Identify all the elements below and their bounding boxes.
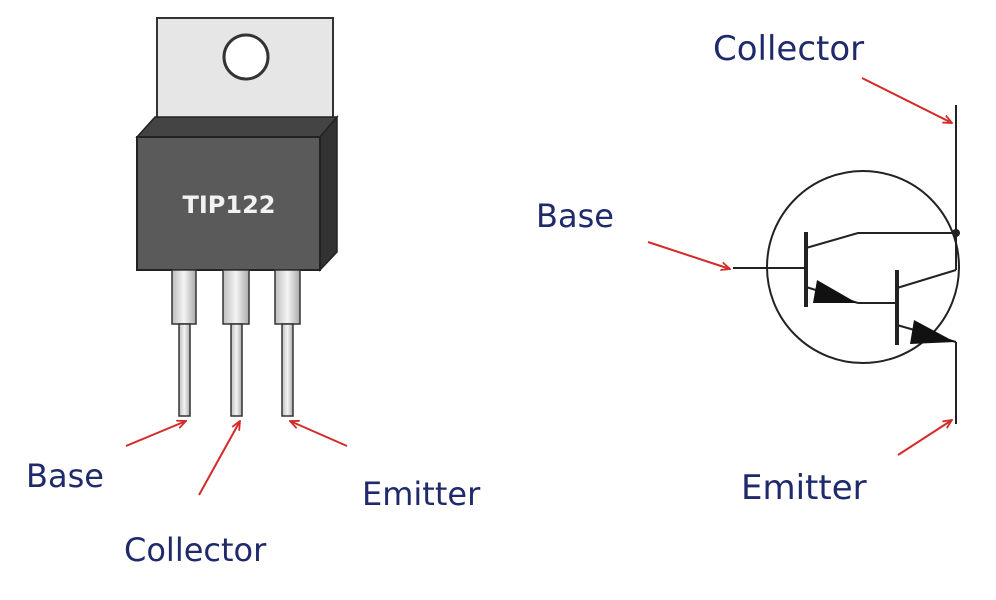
package-base-label: Base (26, 457, 104, 495)
mounting-hole (222, 33, 270, 81)
package-collector-label: Collector (124, 531, 267, 569)
q2-emitter-arrowhead (910, 320, 955, 344)
emitter-leg-upper (274, 269, 301, 325)
symbol-collector-arrow (861, 77, 952, 123)
to220-package: TIP122 Base Collector Emitter (26, 17, 481, 569)
q1-emitter-arrowhead (813, 280, 857, 303)
package-body-top (135, 116, 339, 138)
symbol-emitter-label: Emitter (741, 468, 867, 508)
package-base-arrow (125, 421, 186, 447)
package-body (136, 136, 321, 271)
part-number-label: TIP122 (183, 191, 276, 219)
package-emitter-arrow (290, 421, 348, 447)
collector-leg-upper (222, 269, 250, 325)
collector-leg (230, 323, 243, 417)
darlington-symbol: Collector Base Emitter (536, 29, 960, 508)
base-leg (178, 323, 191, 417)
package-body-side (319, 114, 338, 272)
symbol-collector-label: Collector (713, 29, 864, 69)
symbol-base-label: Base (536, 197, 614, 235)
symbol-emitter-arrow (897, 420, 952, 456)
symbol-base-arrow (647, 241, 730, 269)
q2-collector (896, 269, 957, 289)
base-leg-upper (171, 269, 197, 325)
emitter-leg (281, 323, 294, 417)
package-emitter-label: Emitter (362, 475, 481, 513)
package-collector-arrow (198, 421, 240, 496)
q1-collector (805, 232, 956, 249)
